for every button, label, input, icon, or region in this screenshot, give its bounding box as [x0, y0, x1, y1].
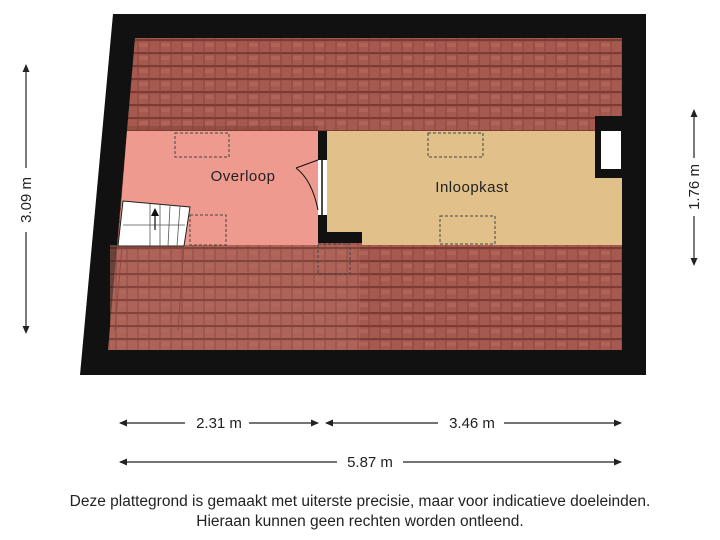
- dimension-label-height-right: 1.76 m: [686, 164, 703, 210]
- disclaimer-line-2: Hieraan kunnen geen rechten worden ontle…: [196, 513, 524, 530]
- disclaimer: Deze plattegrond is gemaakt met uiterste…: [0, 492, 720, 532]
- roof-window-inloopkast-top: [427, 132, 484, 158]
- stair-arrow-icon: [151, 208, 159, 216]
- inloopkast-floor: [327, 131, 622, 245]
- right-niche: [601, 131, 621, 169]
- roof-window-lower: [317, 243, 351, 275]
- disclaimer-line-1: Deze plattegrond is gemaakt met uiterste…: [69, 493, 651, 510]
- room-label-overloop: Overloop: [211, 168, 276, 185]
- dimension-width-right: 3.46 m: [325, 415, 622, 432]
- roof-window-inloopkast-bottom: [439, 215, 496, 245]
- staircase: [114, 200, 191, 331]
- dimension-width-left: 2.31 m: [119, 415, 319, 432]
- room-label-inloopkast: Inloopkast: [435, 179, 509, 196]
- door-swing-arc: [295, 167, 319, 211]
- door-swing-line: [295, 159, 319, 169]
- ledge-left: [127, 126, 318, 131]
- dimension-label-width-right: 3.46 m: [449, 415, 495, 432]
- dimension-width-total: 5.87 m: [119, 454, 622, 471]
- dimension-height-right: 1.76 m: [686, 109, 703, 266]
- dimension-height-left: 3.09 m: [18, 64, 35, 334]
- roof-window-stairs: [189, 214, 227, 246]
- dimension-label-width-total: 5.87 m: [347, 454, 393, 471]
- partition-wall-foot: [318, 232, 362, 243]
- lower-roof-left: [110, 245, 360, 350]
- dimension-label-width-left: 2.31 m: [196, 415, 242, 432]
- roof-window-overloop: [174, 132, 230, 158]
- dimension-label-height-left: 3.09 m: [18, 177, 35, 223]
